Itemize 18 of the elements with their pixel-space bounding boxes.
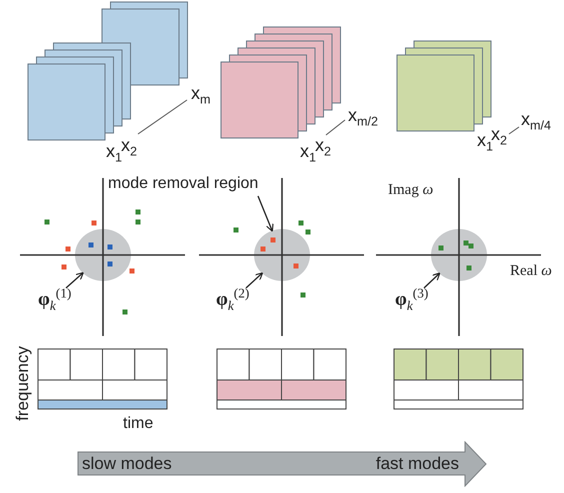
arrow-label: slow modes <box>82 455 172 472</box>
variable-label: x$_{2}$ <box>491 125 508 143</box>
arrow <box>246 272 264 288</box>
variable-label: x$_{m/4}$ <box>521 110 551 128</box>
arrow <box>424 272 440 288</box>
variable-label: x$_{1}$ <box>106 142 122 160</box>
variable-label: x$_{m/2}$ <box>348 106 378 124</box>
arrow <box>66 272 84 288</box>
axis-label: frequency <box>13 346 30 420</box>
variable-label: x$_{2}$ <box>121 136 138 154</box>
annotation-text: mode removal region <box>108 176 258 192</box>
axis-label: Real ω <box>510 264 552 279</box>
arrow <box>257 196 274 232</box>
arrow-label: fast modes <box>376 455 459 472</box>
variable-label: x$_{1}$ <box>300 142 316 160</box>
variable-label: x$_{m}$ <box>191 84 210 102</box>
variable-label: time <box>123 416 154 432</box>
variable-label: x$_{2}$ <box>315 136 332 154</box>
